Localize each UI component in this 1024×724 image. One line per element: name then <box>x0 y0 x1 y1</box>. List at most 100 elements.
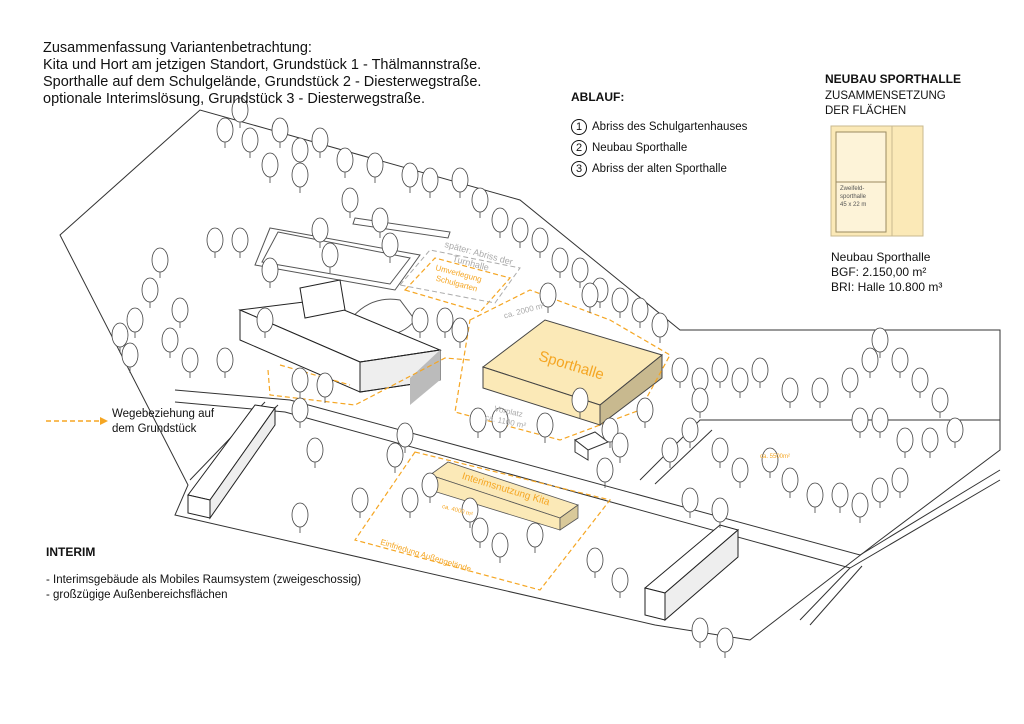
tree-icon <box>841 367 859 393</box>
tree-icon <box>291 367 309 393</box>
tree-icon <box>471 517 489 543</box>
plan-label: Zweifeld- <box>840 186 864 192</box>
tree-icon <box>531 227 549 253</box>
tree-icon <box>401 162 419 188</box>
neubau-info: Neubau Sporthalle BGF: 2.150,00 m² BRI: … <box>831 250 942 295</box>
step-number: 3 <box>571 160 587 177</box>
title-line: optionale Interimslösung, Grundstück 3 -… <box>43 91 426 107</box>
schulgarten-area <box>403 257 512 313</box>
tree-icon <box>921 427 939 453</box>
tree-icon <box>401 487 419 513</box>
residential-block-west <box>187 404 276 520</box>
tree-icon <box>551 247 569 273</box>
plan-label: 45 x 22 m <box>840 202 866 208</box>
tree-icon <box>636 397 654 423</box>
tree-icon <box>371 207 389 233</box>
tree-icon <box>241 127 259 153</box>
tree-icon <box>291 502 309 528</box>
tree-icon <box>291 162 309 188</box>
tree-icon <box>946 417 964 443</box>
tree-icon <box>469 407 487 433</box>
tree-icon <box>111 322 129 348</box>
residential-block-east <box>643 524 740 622</box>
title-line: Sporthalle auf dem Schulgelände, Grundst… <box>43 74 482 90</box>
tree-icon <box>751 357 769 383</box>
tree-icon <box>451 317 469 343</box>
title-line: Zusammenfassung Variantenbetrachtung: <box>43 40 312 56</box>
tree-icon <box>381 232 399 258</box>
tree-icon <box>216 347 234 373</box>
tree-icon <box>261 257 279 283</box>
tree-icon <box>141 277 159 303</box>
interim-modular-building <box>429 461 579 531</box>
tree-icon <box>781 377 799 403</box>
neubau-info-line: Neubau Sporthalle <box>831 250 931 264</box>
road <box>799 565 863 626</box>
interim-bullet: - großzügige Außenbereichsflächen <box>46 589 228 601</box>
tree-icon <box>731 367 749 393</box>
tree-icon <box>671 357 689 383</box>
tree-icon <box>121 342 139 368</box>
label-area-5500: ca. 5500m² <box>760 454 790 460</box>
tree-icon <box>491 407 509 433</box>
tree-icon <box>341 187 359 213</box>
tree-icon <box>661 437 679 463</box>
tree-icon <box>911 367 929 393</box>
legend-line: Wegebeziehung auf <box>112 408 215 420</box>
tree-icon <box>711 357 729 383</box>
tree-icon <box>831 482 849 508</box>
tree-icon <box>206 227 224 253</box>
ablauf-step: 3 Abriss der alten Sporthalle <box>571 158 747 179</box>
tree-icon <box>436 307 454 333</box>
tree-icon <box>351 487 369 513</box>
tree-icon <box>611 432 629 458</box>
tree-icon <box>651 312 669 338</box>
tree-icon <box>711 497 729 523</box>
path-arrow <box>279 364 351 386</box>
tree-icon <box>851 407 869 433</box>
tree-icon <box>396 422 414 448</box>
interim-area <box>354 451 612 591</box>
road <box>639 419 1000 485</box>
tree-icon <box>861 347 879 373</box>
interim-heading: INTERIM <box>46 545 96 559</box>
tree-icon <box>311 217 329 243</box>
ablauf-heading: ABLAUF: <box>571 90 625 104</box>
tree-icon <box>126 307 144 333</box>
step-label: Abriss der alten Sporthalle <box>592 162 727 175</box>
tree-icon <box>271 117 289 143</box>
tree-icon <box>611 567 629 593</box>
tree-icon <box>931 387 949 413</box>
tree-icon <box>491 207 509 233</box>
tree-icon <box>461 497 479 523</box>
tree-icon <box>321 242 339 268</box>
tree-icon <box>761 447 779 473</box>
tree-icon <box>151 247 169 273</box>
tree-icon <box>511 217 529 243</box>
tree-icon <box>526 522 544 548</box>
floor-plan-diagram <box>830 125 924 237</box>
tree-icon <box>336 147 354 173</box>
tree-icon <box>171 297 189 323</box>
tree-icon <box>539 282 557 308</box>
tree-icon <box>601 417 619 443</box>
plan-label: sporthalle <box>840 194 867 200</box>
tree-icon <box>231 227 249 253</box>
tree-icon <box>891 347 909 373</box>
tree-icon <box>216 117 234 143</box>
title-line: Kita und Hort am jetzigen Standort, Grun… <box>43 57 482 73</box>
path-arrow <box>267 357 471 406</box>
tree-icon <box>471 187 489 213</box>
neubau-info-line: BGF: 2.150,00 m² <box>831 265 927 279</box>
tree-icon <box>421 167 439 193</box>
tree-icon <box>691 387 709 413</box>
legend-line: dem Grundstück <box>112 423 197 435</box>
garage <box>573 431 610 461</box>
tree-icon <box>571 387 589 413</box>
tree-icon <box>256 307 274 333</box>
tree-icon <box>691 617 709 643</box>
tree-icon <box>421 472 439 498</box>
road <box>174 389 1001 569</box>
